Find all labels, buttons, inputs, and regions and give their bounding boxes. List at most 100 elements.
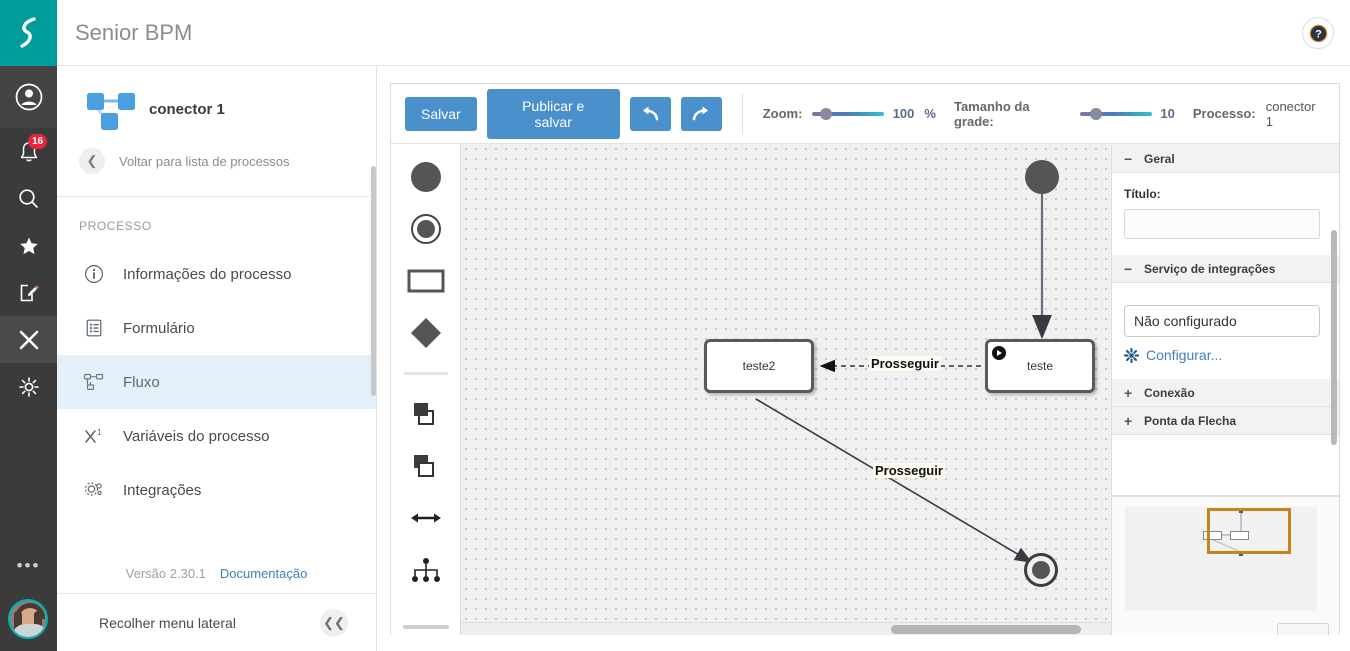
- minimap-viewport[interactable]: [1207, 508, 1291, 554]
- x-logo-icon[interactable]: [0, 316, 57, 363]
- search-icon[interactable]: [0, 175, 57, 222]
- sidebar-item-label: Formulário: [123, 319, 195, 337]
- zoom-slider[interactable]: [812, 106, 885, 122]
- more-dots-icon[interactable]: •••: [16, 556, 41, 575]
- redo-arrow-icon[interactable]: [680, 96, 722, 131]
- properties-section-conexao[interactable]: + Conexão: [1112, 379, 1339, 407]
- back-to-list[interactable]: ❮ Voltar para lista de processos: [79, 148, 354, 174]
- notification-count-badge: 16: [28, 134, 48, 149]
- collapse-toggle-icon[interactable]: −: [1124, 150, 1133, 167]
- star-icon[interactable]: [0, 222, 57, 269]
- properties-section-ponta-flecha[interactable]: + Ponta da Flecha: [1112, 407, 1339, 435]
- configure-link[interactable]: Configurar...: [1124, 347, 1327, 363]
- minimap-node: [1230, 531, 1249, 540]
- zoom-value: 100: [892, 106, 915, 121]
- task-rectangle-tool[interactable]: [405, 264, 447, 298]
- minimap-node: [1239, 552, 1243, 556]
- publish-and-save-button[interactable]: Publicar e salvar: [486, 88, 620, 139]
- notifications-bell-icon[interactable]: 16: [0, 128, 57, 175]
- expand-toggle-icon[interactable]: +: [1124, 384, 1133, 401]
- task-node-teste2[interactable]: teste2: [704, 339, 814, 393]
- collapse-menu-label: Recolher menu lateral: [99, 614, 236, 631]
- svg-text:?: ?: [1315, 28, 1322, 40]
- node-label: teste: [1026, 359, 1053, 373]
- palette-scrollbar[interactable]: [403, 625, 449, 629]
- grid-size-slider[interactable]: [1080, 106, 1153, 122]
- expand-toggle-icon[interactable]: +: [1124, 412, 1133, 429]
- grid-slider-knob[interactable]: [1090, 107, 1103, 120]
- sidebar-item-variaveis[interactable]: 1 Variáveis do processo: [57, 409, 376, 463]
- gateway-diamond-tool[interactable]: [405, 316, 447, 350]
- sidebar-item-integracoes[interactable]: Integrações: [57, 463, 376, 517]
- senior-logo-icon[interactable]: [0, 0, 57, 66]
- section-title: PROCESSO: [79, 219, 152, 233]
- edge-label-prosseguir-1[interactable]: Prosseguir: [869, 356, 941, 371]
- canvas-hscrollbar-thumb[interactable]: [891, 625, 1081, 634]
- variable-icon: 1: [83, 426, 105, 446]
- sidebar-scrollbar[interactable]: [371, 166, 376, 396]
- svg-text:1: 1: [97, 428, 102, 437]
- chevron-left-icon[interactable]: ❮: [79, 148, 105, 174]
- properties-section-geral[interactable]: − Geral: [1112, 145, 1339, 173]
- shape-palette: [391, 144, 461, 635]
- end-event-node[interactable]: [1024, 553, 1058, 587]
- sidebar-item-label: Variáveis do processo: [123, 427, 270, 445]
- properties-panel: − Geral Título: − Serviço de integrações…: [1111, 145, 1339, 635]
- zoom-slider-knob[interactable]: [820, 107, 833, 120]
- gear-icon: [1124, 347, 1139, 363]
- gear-icon[interactable]: [0, 363, 57, 410]
- integration-select[interactable]: Não configurado: [1124, 305, 1320, 337]
- sidebar-item-label: Fluxo: [123, 373, 160, 391]
- minimap[interactable]: [1112, 495, 1339, 635]
- save-button[interactable]: Salvar: [405, 96, 477, 131]
- bring-to-front-tool[interactable]: [405, 397, 447, 431]
- grid-size-label: Tamanho da grade:: [953, 98, 1030, 129]
- start-event-node[interactable]: [1025, 160, 1059, 194]
- sidebar-item-label: Integrações: [123, 481, 202, 499]
- end-event-tool[interactable]: [405, 212, 447, 246]
- chevron-double-left-icon[interactable]: ❮❮: [320, 608, 348, 637]
- properties-scrollbar[interactable]: [1331, 230, 1337, 445]
- process-value: conector 1: [1265, 98, 1316, 129]
- zoom-unit: %: [924, 106, 936, 121]
- section-header-label: Conexão: [1144, 385, 1195, 400]
- section-header-label: Geral: [1144, 151, 1175, 166]
- flow-icon: [83, 372, 105, 392]
- title-input[interactable]: [1124, 209, 1320, 239]
- back-to-list-label[interactable]: Voltar para lista de processos: [119, 153, 290, 169]
- sidebar-item-fluxo[interactable]: Fluxo: [57, 355, 376, 409]
- profile-avatar-icon[interactable]: [0, 66, 57, 128]
- documentation-link[interactable]: Documentação: [219, 566, 308, 581]
- edge-label-prosseguir-2[interactable]: Prosseguir: [873, 463, 945, 478]
- sidebar-item-formulario[interactable]: Formulário: [57, 301, 376, 355]
- process-sidebar: conector 1 ❮ Voltar para lista de proces…: [57, 66, 377, 651]
- connector-tool[interactable]: [405, 501, 447, 535]
- minimap-node: [1239, 509, 1243, 513]
- send-to-back-tool[interactable]: [405, 449, 447, 483]
- configure-link-label: Configurar...: [1146, 347, 1223, 363]
- sidebar-item-label: Informações do processo: [123, 265, 292, 283]
- grid-size-value: 10: [1160, 106, 1175, 121]
- zoom-slider-track: [812, 111, 885, 116]
- page-title: Senior BPM: [75, 19, 193, 45]
- sidebar-item-informacoes[interactable]: Informações do processo: [57, 247, 376, 301]
- process-header: conector 1 ❮ Voltar para lista de proces…: [57, 66, 376, 188]
- properties-section-servico[interactable]: − Serviço de integrações: [1112, 255, 1339, 283]
- bottom-corner-widget[interactable]: [1277, 623, 1329, 635]
- collapse-toggle-icon[interactable]: −: [1124, 260, 1133, 277]
- help-icon[interactable]: ?: [1302, 17, 1334, 49]
- task-node-teste[interactable]: teste: [985, 339, 1095, 393]
- process-label: Processo:: [1192, 106, 1256, 121]
- collapse-menu-button[interactable]: Recolher menu lateral ❮❮: [57, 593, 376, 651]
- start-event-tool[interactable]: [405, 160, 447, 194]
- palette-divider: [403, 372, 448, 375]
- auto-layout-tool[interactable]: [405, 553, 447, 587]
- title-field-label: Título:: [1124, 187, 1161, 201]
- divider: [57, 196, 376, 197]
- user-avatar[interactable]: [8, 599, 48, 639]
- undo-arrow-icon[interactable]: [629, 96, 671, 131]
- section-header-label: Serviço de integrações: [1144, 261, 1276, 276]
- edit-square-icon[interactable]: [0, 269, 57, 316]
- flow-editor: Salvar Publicar e salvar Zoom: 100: [390, 83, 1340, 635]
